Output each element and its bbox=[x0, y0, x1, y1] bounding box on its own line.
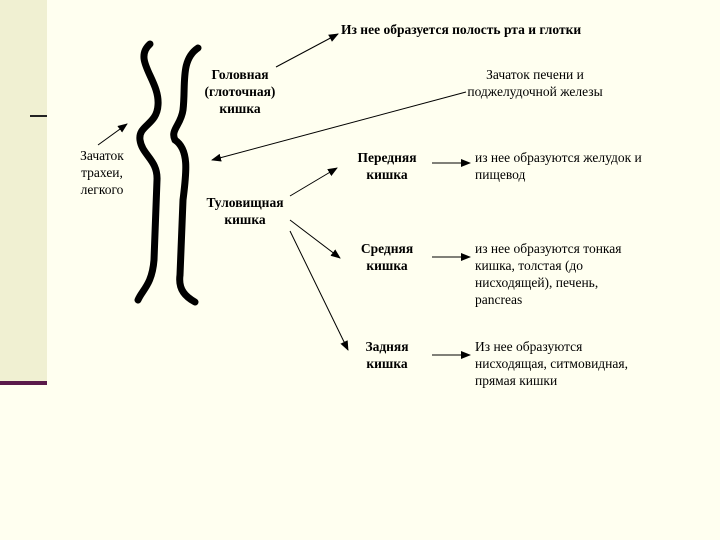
trunk-gut-label: Туловищная кишка bbox=[190, 194, 300, 228]
head-gut-label: Головная (глоточная) кишка bbox=[188, 66, 292, 117]
posterior-gut-result: Из нее образуются нисходящая, ситмовидна… bbox=[475, 338, 628, 389]
liver-bud-label: Зачаток печени и поджелудочной железы bbox=[440, 66, 630, 100]
arrow-to-top-label bbox=[276, 34, 338, 67]
middle-gut-result: из нее образуются тонкая кишка, толстая … bbox=[475, 240, 621, 308]
top-label: Из нее образуется полость рта и глотки bbox=[341, 21, 581, 38]
middle-gut-label: Средняя кишка bbox=[342, 240, 432, 274]
arrow-to-anterior bbox=[290, 168, 337, 196]
arrow-to-posterior bbox=[290, 231, 348, 350]
anterior-gut-label: Передняя кишка bbox=[342, 149, 432, 183]
trachea-bud-label: Зачаток трахеи, легкого bbox=[62, 147, 142, 198]
anterior-gut-result: из нее образуются желудок и пищевод bbox=[475, 149, 642, 183]
posterior-gut-label: Задняя кишка bbox=[342, 338, 432, 372]
arrow-to-trachea-bud bbox=[98, 124, 127, 145]
